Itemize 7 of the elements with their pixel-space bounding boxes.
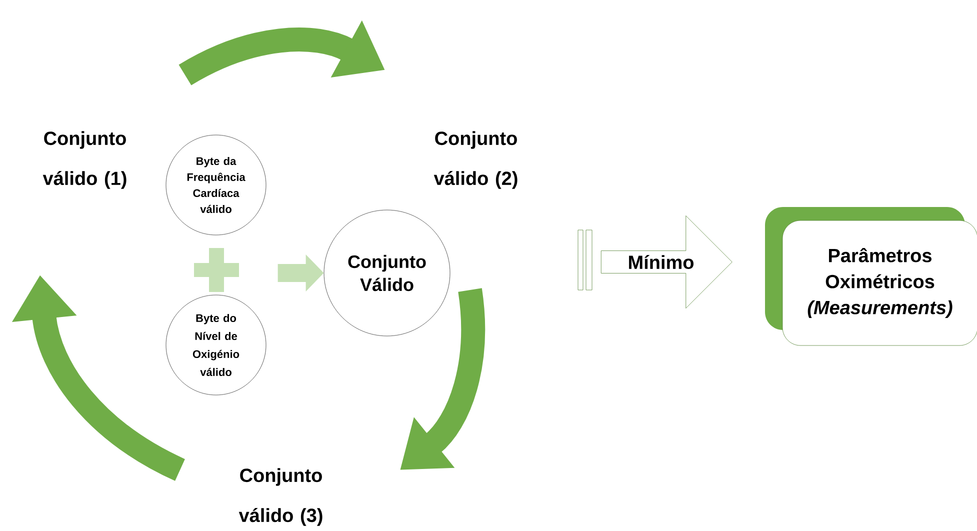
cycle-label: Conjunto válido (1) xyxy=(42,131,126,189)
cycle-label: Conjunto válido (3) xyxy=(238,468,322,526)
circle-node: Conjunto Válido xyxy=(324,210,450,336)
circle-node: Byte da Frequência Cardíaca válido xyxy=(166,134,266,236)
result-card: Parâmetros Oximétricos (Measurements) xyxy=(765,207,977,346)
circle-node: Byte do Nível de Oxigénio válido xyxy=(166,294,266,396)
cycle-label: Conjunto válido (2) xyxy=(434,131,518,189)
